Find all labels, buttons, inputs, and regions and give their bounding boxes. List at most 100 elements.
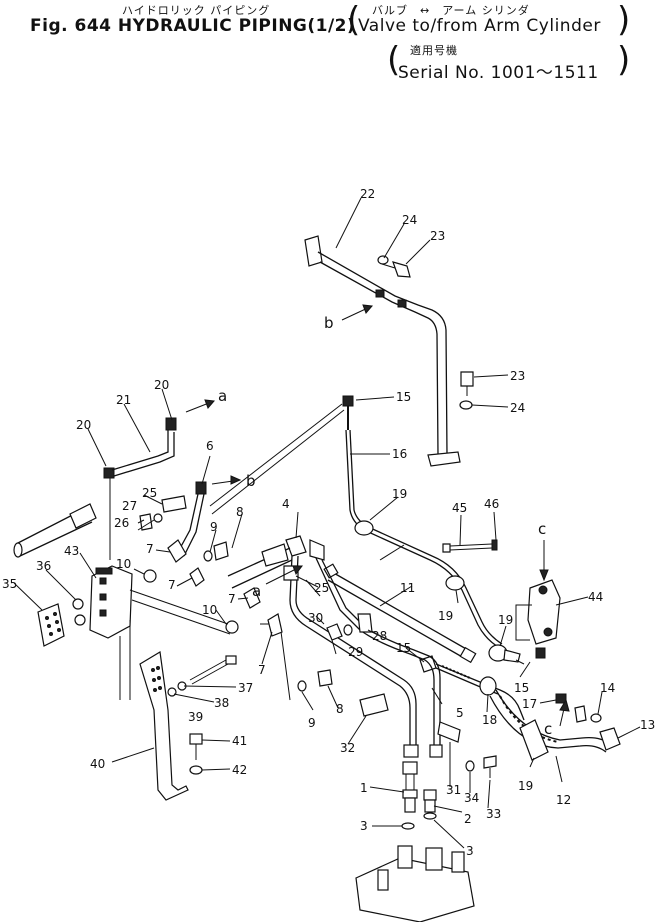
washer-34 xyxy=(465,760,475,772)
serial-kana: 適用号機 xyxy=(410,44,458,57)
label-23-top: 23 xyxy=(430,229,445,243)
label-8-b: 8 xyxy=(336,702,344,716)
label-7-b: 7 xyxy=(168,578,176,592)
label-20-left: 20 xyxy=(76,418,91,432)
label-2: 2 xyxy=(464,812,472,826)
paren-close-2: ) xyxy=(617,40,631,80)
label-21: 21 xyxy=(116,393,131,407)
label-35: 35 xyxy=(2,577,17,591)
hose-16 xyxy=(342,395,503,649)
label-12: 12 xyxy=(556,793,571,807)
label-9-a: 9 xyxy=(210,520,218,534)
clamp-19-c xyxy=(488,644,546,663)
label-31: 31 xyxy=(446,783,461,797)
clamp-19-a xyxy=(354,520,374,536)
label-44: 44 xyxy=(588,590,603,604)
serial-number: Serial No. 1001～1511 xyxy=(398,63,599,83)
label-3-a: 3 xyxy=(360,819,368,833)
label-15-right: 15 xyxy=(514,681,529,695)
ref-arrow-a-mid xyxy=(265,565,303,585)
oring-3 xyxy=(401,812,437,830)
cylinder-center xyxy=(227,543,293,589)
label-27: 27 xyxy=(122,499,137,513)
label-3-b: 3 xyxy=(466,844,474,858)
washer-30 xyxy=(343,624,353,636)
label-37: 37 xyxy=(238,681,253,695)
label-30: 30 xyxy=(308,611,323,625)
label-34: 34 xyxy=(464,791,479,805)
ref-arrow-c-low xyxy=(559,698,570,727)
label-ref-c-low: c xyxy=(544,720,552,738)
paren-open-2: ( xyxy=(387,40,401,80)
ref-arrow-b-mid xyxy=(211,475,242,485)
label-7-a: 7 xyxy=(146,542,154,556)
cylinder-left xyxy=(13,503,97,558)
label-43: 43 xyxy=(64,544,79,558)
label-15-top: 15 xyxy=(396,390,411,404)
label-1: 1 xyxy=(360,781,368,795)
elbow-20-left xyxy=(103,467,115,560)
bracket-40 xyxy=(139,651,189,801)
washer-42 xyxy=(189,765,203,775)
clamp-32 xyxy=(359,693,389,717)
label-28: 28 xyxy=(372,629,387,643)
paren-close-1: ) xyxy=(617,0,631,40)
clamp-7-a xyxy=(167,539,187,563)
label-38: 38 xyxy=(214,696,229,710)
oring-14 xyxy=(590,713,602,723)
label-22: 22 xyxy=(360,187,375,201)
label-33: 33 xyxy=(486,807,501,821)
bolt-23-right xyxy=(459,371,474,410)
bolt-28 xyxy=(357,613,373,633)
subtitle: Valve to/from Arm Cylinder xyxy=(358,16,601,36)
label-26: 26 xyxy=(114,516,129,530)
label-7-c: 7 xyxy=(228,592,236,606)
plate-35 xyxy=(37,603,65,647)
oring-10 xyxy=(143,569,239,634)
washer-9 xyxy=(203,550,307,692)
hose-18 xyxy=(419,655,525,721)
label-4: 4 xyxy=(282,497,290,511)
label-7-d: 7 xyxy=(258,663,266,677)
label-8-a: 8 xyxy=(236,505,244,519)
label-29: 29 xyxy=(348,645,363,659)
ref-arrow-c-top xyxy=(539,540,549,582)
label-36: 36 xyxy=(36,559,51,573)
paren-open-1: ( xyxy=(347,0,361,40)
bracket-22 xyxy=(304,235,461,467)
label-10-b: 10 xyxy=(202,603,217,617)
label-17: 17 xyxy=(522,697,537,711)
figure-title: Fig. 644 HYDRAULIC PIPING(1/2) xyxy=(30,16,356,36)
label-14: 14 xyxy=(600,681,615,695)
label-20-top: 20 xyxy=(154,378,169,392)
bolt-8 xyxy=(213,541,333,687)
subtitle-kana: バルブ ↔ アーム シリンダ xyxy=(372,4,530,17)
label-13: 13 xyxy=(640,718,655,732)
bolt-37 xyxy=(189,655,237,685)
valve-44 xyxy=(515,579,561,645)
fitting-1 xyxy=(402,761,418,813)
clamp-7-d xyxy=(267,613,283,637)
washer-38-39 xyxy=(167,681,187,697)
label-ref-c-top: c xyxy=(538,520,546,538)
washer-27 xyxy=(153,513,163,523)
tube-21 xyxy=(111,417,177,477)
bolt-23-top xyxy=(377,255,411,278)
label-10-a: 10 xyxy=(116,557,131,571)
label-19-a: 19 xyxy=(392,487,407,501)
label-23-right: 23 xyxy=(510,369,525,383)
hose-12 xyxy=(489,689,621,761)
title-kana: ハイドロリック パイピング xyxy=(122,4,271,17)
label-42: 42 xyxy=(232,763,247,777)
label-19-b: 19 xyxy=(438,609,453,623)
label-ref-a-top: a xyxy=(218,387,227,405)
bolt-26 xyxy=(139,513,153,531)
label-ref-a-mid: a xyxy=(252,582,261,600)
label-24-top: 24 xyxy=(402,213,417,227)
label-24-right: 24 xyxy=(510,401,525,415)
elbow-17 xyxy=(555,693,567,704)
leader-lines xyxy=(13,197,641,849)
clamp-19-b xyxy=(445,575,465,591)
bolt-41 xyxy=(189,733,203,760)
